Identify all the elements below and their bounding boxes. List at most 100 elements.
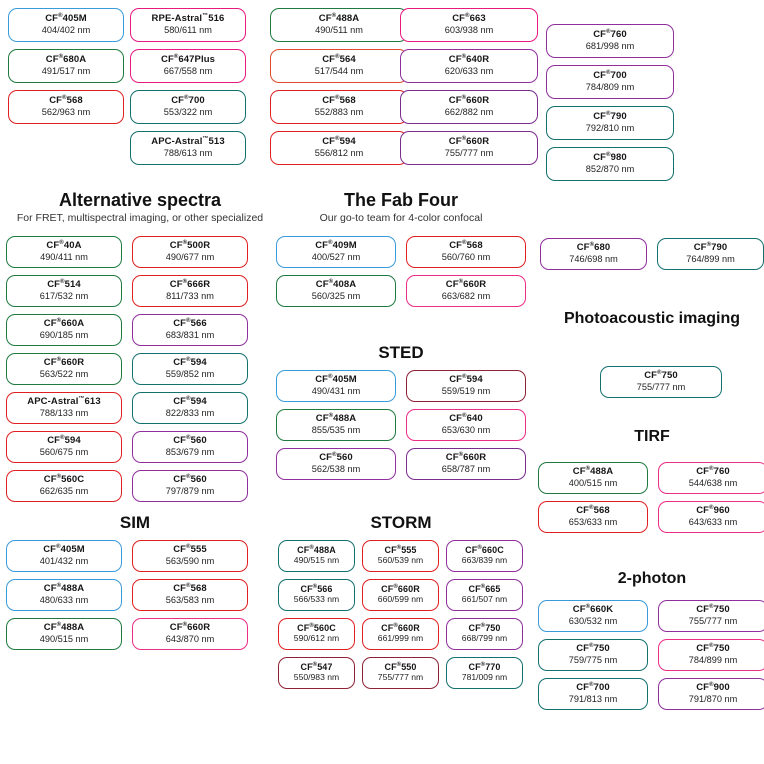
dye-name: CF®760 — [593, 28, 627, 40]
dye-spectra: 490/411 nm — [40, 252, 88, 263]
dye-name: CF®700 — [576, 681, 610, 693]
dye-name: CF®790 — [693, 241, 728, 253]
sted-heading: STED — [378, 343, 424, 362]
dye-name: CF®488A — [43, 582, 85, 594]
dye-spectra: 791/813 nm — [568, 694, 618, 705]
dye-name: CF®488A — [315, 412, 357, 424]
trademark-mark: ® — [393, 623, 398, 630]
dye-spectra: 643/633 nm — [688, 517, 738, 528]
trademark-mark: ® — [62, 94, 67, 101]
trademark-mark: ® — [186, 395, 191, 402]
dye-name: CF®660R — [381, 623, 420, 634]
dye-name: CF®555 — [384, 545, 417, 556]
dye-spectra: 791/870 nm — [688, 694, 738, 705]
dye-spectra: 580/611 nm — [164, 25, 212, 36]
dye-spectra: 755/777 nm — [688, 616, 738, 627]
dye-spectra: 788/613 nm — [163, 148, 213, 159]
dye-name: CF®663 — [452, 12, 486, 24]
dye-name: CF®750 — [696, 603, 730, 615]
dye-spectra: 663/839 nm — [461, 555, 508, 566]
dye-spectra: 617/532 nm — [39, 291, 89, 302]
dye-name: CF®660R — [445, 451, 487, 463]
trademark-mark: ® — [480, 584, 486, 591]
dye-spectra: 560/760 nm — [441, 252, 491, 263]
trademark-mark: ™ — [202, 135, 209, 142]
